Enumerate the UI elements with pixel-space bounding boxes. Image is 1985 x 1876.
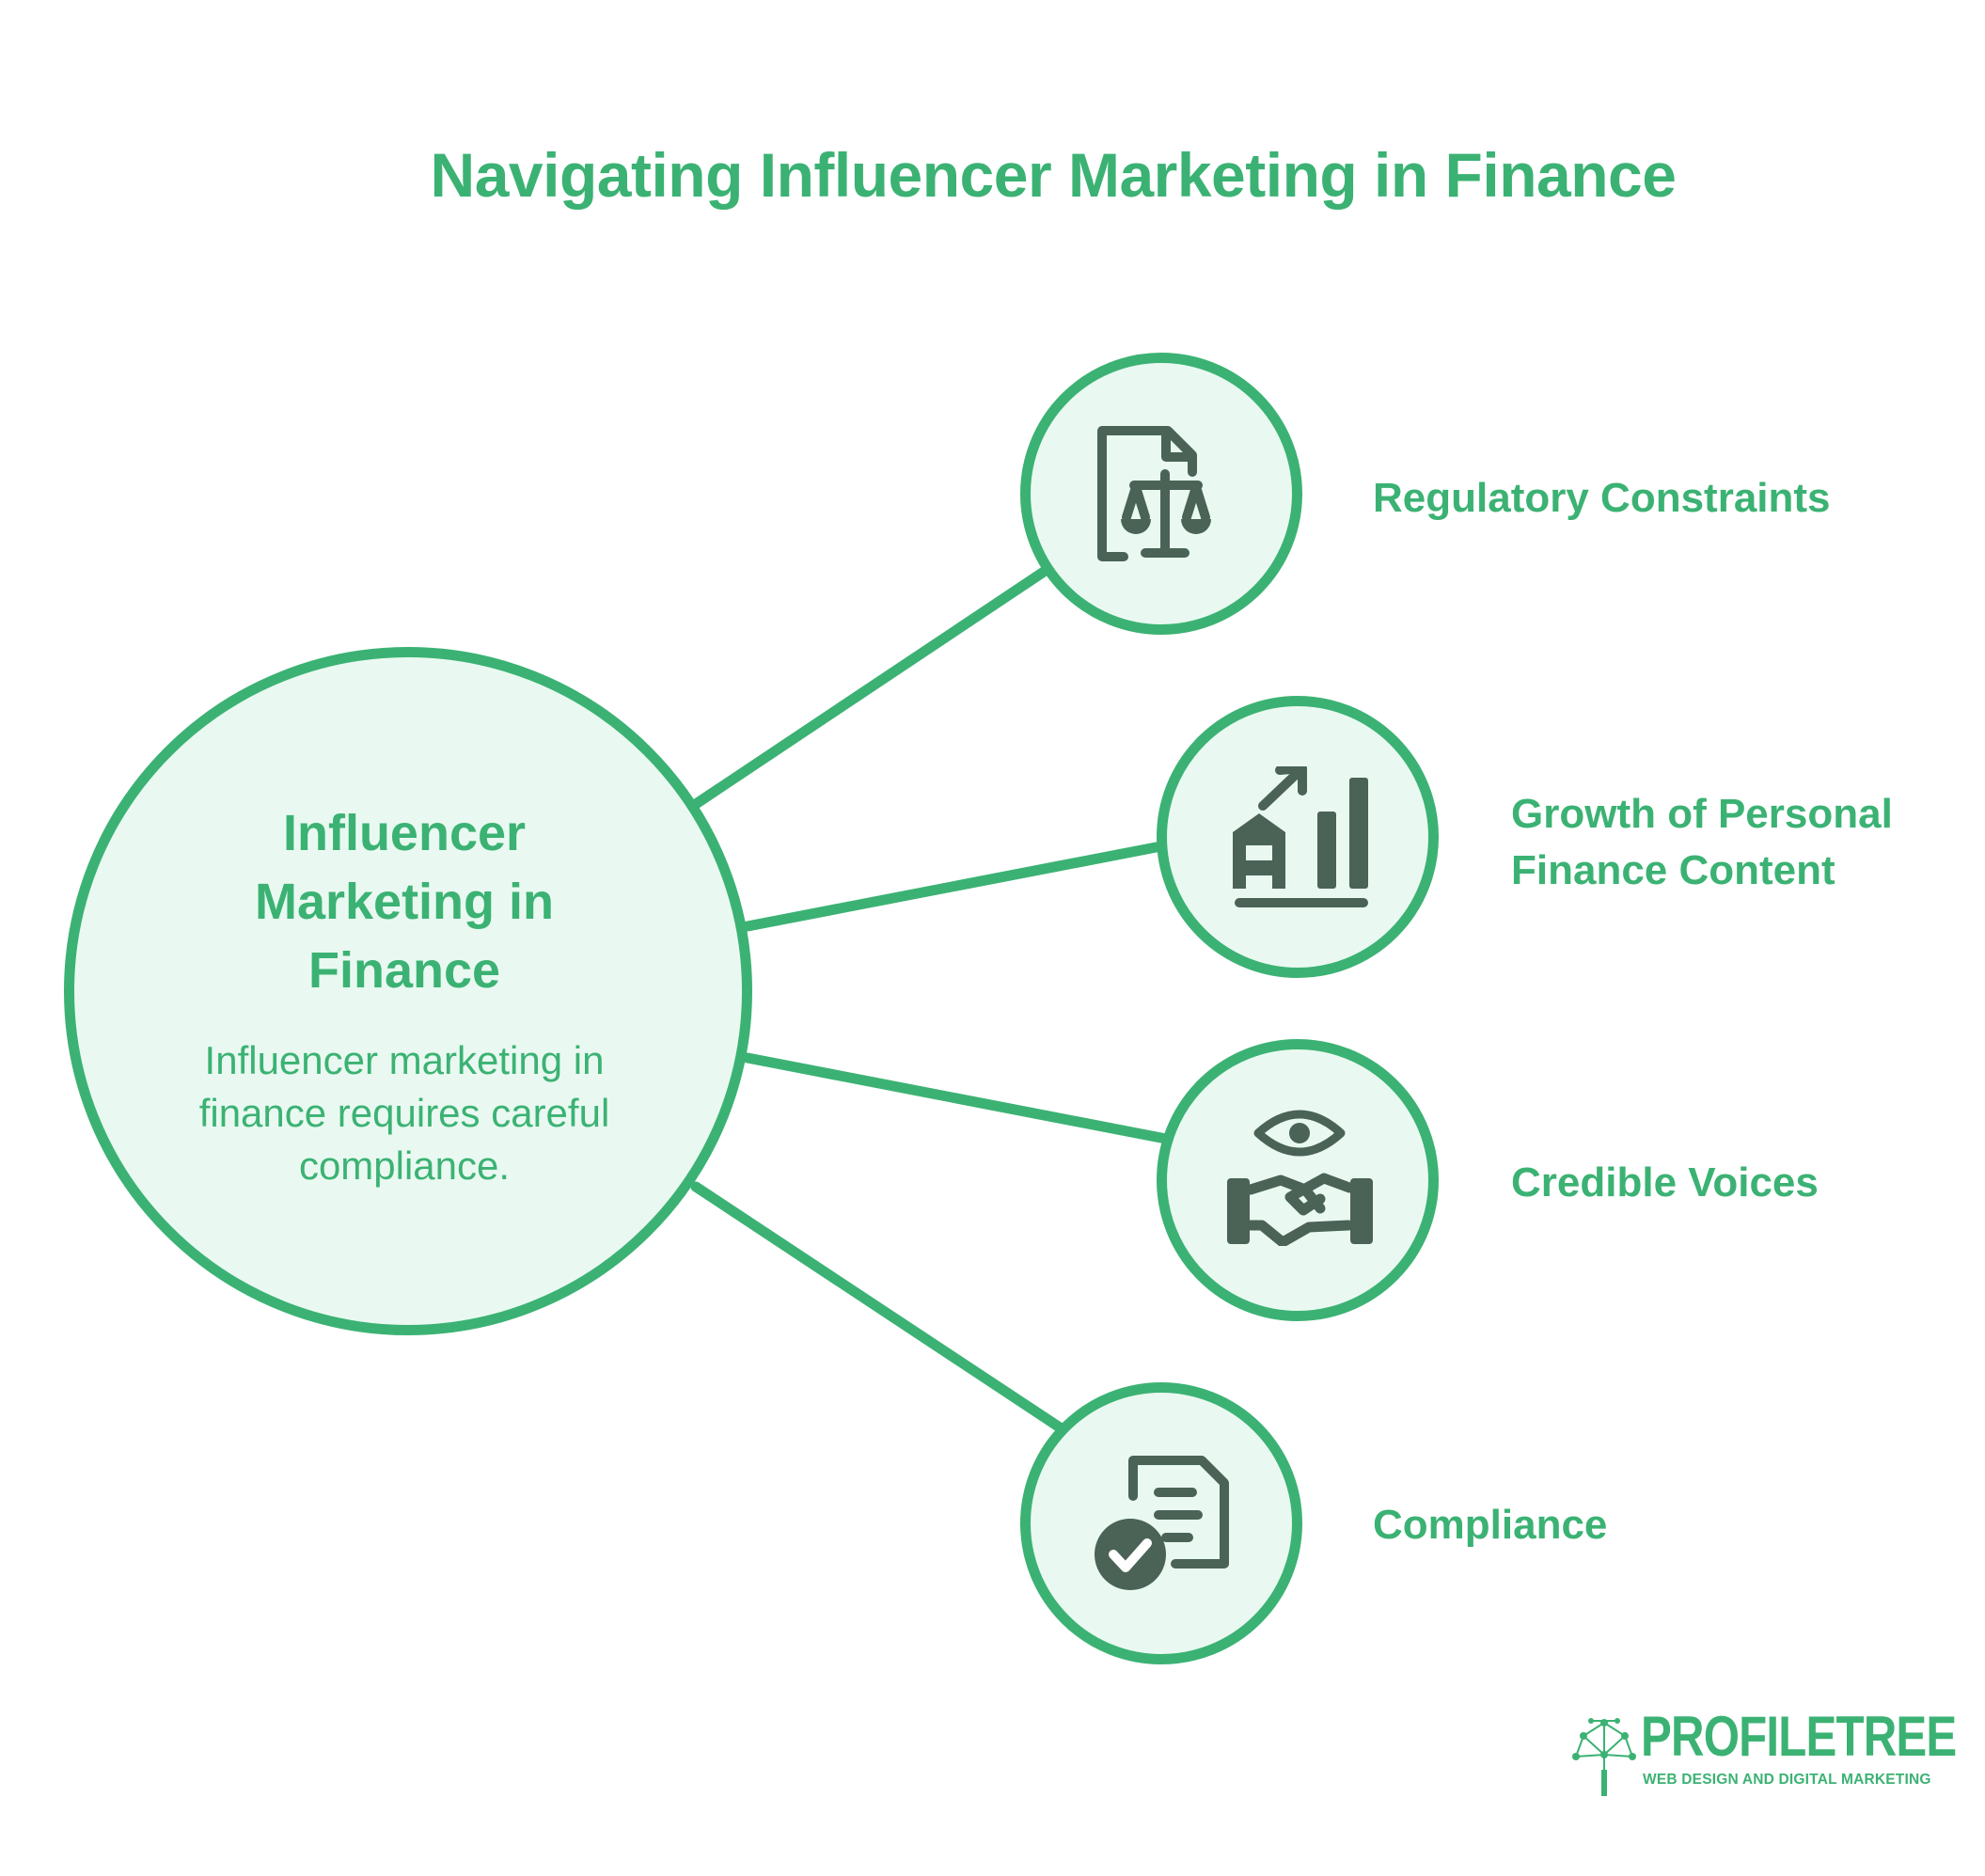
connector-credible [742, 1052, 1176, 1145]
branch-node-compliance [1020, 1382, 1302, 1664]
center-title-line: Marketing in [254, 874, 555, 930]
center-description-line: finance requires careful [198, 1091, 610, 1135]
center-title: Influencer Marketing in Finance [66, 799, 743, 1005]
branch-label-compliance: Compliance [1373, 1497, 1607, 1553]
center-description-line: compliance. [298, 1143, 511, 1188]
branch-label-line: Compliance [1373, 1502, 1608, 1548]
eye-handshake-icon [1227, 1110, 1373, 1246]
center-title-line: Finance [307, 942, 501, 999]
branch-label-growth: Growth of Personal Finance Content [1511, 786, 1893, 899]
branch-label-line: Credible Voices [1511, 1159, 1819, 1206]
branch-node-growth [1157, 696, 1439, 978]
branch-label-line: Finance Content [1511, 847, 1835, 893]
branch-label-credible: Credible Voices [1511, 1155, 1819, 1211]
connector-compliance [690, 1181, 1068, 1435]
growth-chart-icon [1233, 766, 1368, 907]
brand-name: PROFILETREE [1641, 1705, 1957, 1768]
brand-tagline: WEB DESIGN AND DIGITAL MARKETING [1643, 1772, 1931, 1788]
connector-regulatory [690, 566, 1049, 810]
document-scales-icon [1097, 426, 1211, 561]
tree-logo-icon [1572, 1718, 1636, 1796]
branch-label-line: Regulatory Constraints [1373, 475, 1831, 521]
document-check-icon [1095, 1456, 1229, 1590]
center-description: Influencer marketing in finance requires… [141, 1034, 668, 1192]
page-title: Navigating Influencer Marketing in Finan… [430, 140, 1677, 210]
center-node [64, 647, 752, 1335]
branch-label-line: Growth of Personal [1511, 791, 1893, 837]
branch-node-credible [1157, 1039, 1439, 1321]
connector-growth [742, 839, 1176, 932]
center-title-line: Influencer [282, 805, 527, 861]
branch-label-regulatory: Regulatory Constraints [1373, 470, 1831, 527]
center-description-line: Influencer marketing in [204, 1038, 605, 1082]
